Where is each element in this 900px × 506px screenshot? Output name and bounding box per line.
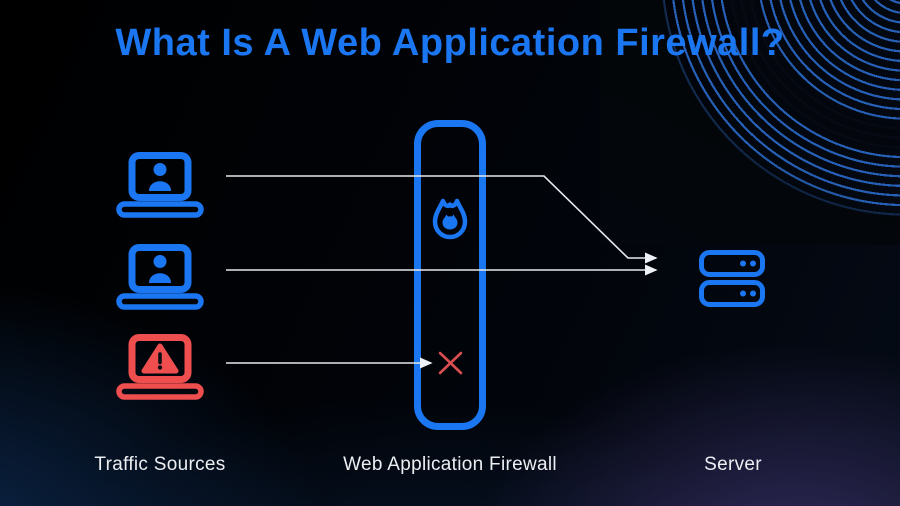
laptop-warning-icon [116, 334, 204, 400]
laptop-user-icon [116, 244, 204, 310]
server-rack-icon [699, 250, 765, 307]
label-server: Server [704, 454, 762, 475]
flame-icon [432, 198, 468, 240]
label-traffic-sources: Traffic Sources [94, 454, 226, 475]
page-title: What Is A Web Application Firewall? [115, 22, 785, 64]
laptop-user-icon [116, 152, 204, 218]
label-web-application-firewall: Web Application Firewall [343, 454, 557, 475]
firewall-box [414, 120, 486, 430]
